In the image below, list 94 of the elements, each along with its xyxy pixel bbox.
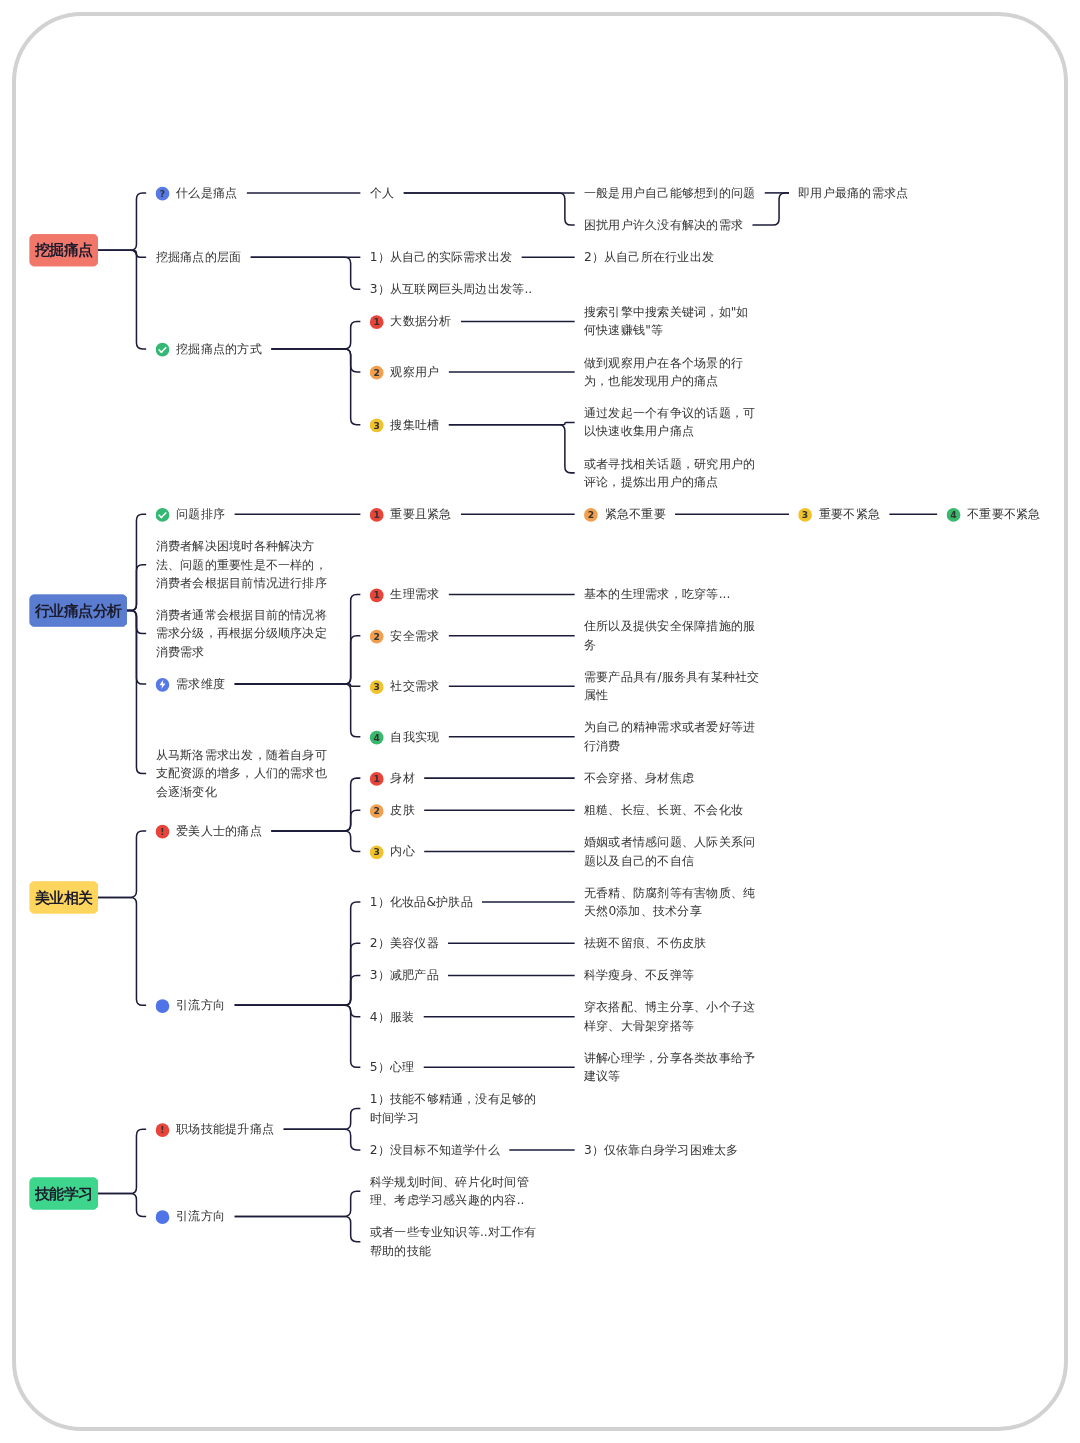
connector	[249, 256, 362, 290]
connector	[422, 1015, 576, 1018]
node-text: 基本的生理需求，吃穿等...	[583, 586, 731, 602]
node-text: 1 大数据分析	[373, 313, 452, 328]
node-text: 挖掘痛点的层面	[155, 249, 242, 264]
connector	[423, 776, 576, 779]
connector	[422, 1066, 576, 1068]
node-text: ! 职场技能提升痛点	[160, 1121, 275, 1136]
node-text: 3 社交需求	[373, 678, 440, 693]
node-text: 4 自我实现	[373, 728, 440, 744]
node-text: 或者一些专业知识等..对工作有帮助的技能	[369, 1224, 537, 1258]
node-text: 挖掘痛点的方式	[176, 340, 262, 356]
node-text: 即用户最痛的需求点	[798, 184, 909, 200]
node-text: 一般是用户自己能够想到的问题	[583, 184, 756, 200]
node-text: 粗糙、长痘、长斑、不会化妆	[583, 802, 744, 817]
node-text: 消费者解决困境时各种解决方法、问题的重要性是不一样的，消费者会根据目前情况进行排序	[155, 538, 327, 590]
node-text: 困扰用户许久没有解决的需求	[583, 216, 744, 232]
connector	[460, 513, 576, 515]
node-text: ? 什么是痛点	[159, 184, 238, 200]
node-text: 婚姻或者情感问题、人际关系问题以及自己的不自信	[583, 834, 756, 868]
node-text: 需要产品具有/服务具有某种社交属性	[583, 669, 760, 702]
connector	[270, 347, 362, 426]
node-text: 3）仅依靠白身学习困难太多	[583, 1141, 739, 1157]
node-text: 通过发起一个有争议的话题，可以快速收集用户痛点	[583, 405, 756, 439]
node-text: 2）从自己所在行业出发	[583, 249, 715, 264]
node-text: 3 搜集吐槽	[373, 416, 440, 432]
connector	[447, 423, 576, 474]
node-text: 引流方向	[176, 997, 226, 1012]
connector	[447, 685, 576, 687]
node-text: 3）减肥产品	[369, 967, 439, 982]
node-text: 消费者通常会根据目前的情况将需求分级，再根据分级顺序决定消费需求	[155, 607, 327, 659]
node-text: 3 重要不紧急	[801, 506, 881, 521]
connector	[233, 1004, 362, 1068]
node-text: 2 紧急不重要	[587, 506, 666, 521]
connector	[447, 593, 576, 595]
connector	[125, 609, 148, 774]
node-text: 无香精、防腐剂等有害物质、纯天然0添加、技术分享	[583, 884, 756, 918]
node-text: 为自己的精神需求或者爱好等进行消费	[583, 719, 756, 753]
connector	[423, 809, 576, 811]
connector	[270, 829, 362, 852]
node-text: 住所以及提供安全保障措施的服务	[583, 618, 756, 652]
connector	[447, 634, 576, 637]
connector	[460, 320, 576, 322]
connector	[233, 1215, 362, 1243]
node-text: 2）美容仪器	[369, 935, 439, 950]
node-text: 需求维度	[176, 675, 226, 691]
node-text: 4 不重要不紧急	[950, 506, 1041, 521]
node-text: 不会穿搭、身材焦虑	[583, 770, 695, 785]
node-text: 2 皮肤	[373, 802, 415, 817]
node-text: 引流方向	[176, 1208, 226, 1223]
node-text: 3 内心	[373, 843, 415, 859]
connector	[402, 191, 576, 226]
node-text: 问题排序	[176, 506, 226, 521]
connector	[447, 942, 576, 944]
node-text: 科学瘦身、不反弹等	[583, 967, 695, 982]
node-text: 1）化妆品&护肤品	[369, 894, 473, 909]
connector	[751, 191, 790, 226]
connector	[447, 974, 576, 976]
connector	[508, 1148, 576, 1151]
connector	[233, 682, 362, 738]
node-text: 1 重要且紧急	[373, 506, 452, 521]
node-text: 1 身材	[373, 770, 415, 785]
connector	[481, 900, 576, 903]
node-text: 搜索引擎中搜索关键词，如"如何快速赚钱"等	[583, 304, 749, 338]
node-text: 做到观察用户在各个场景的行为，也能发现用户的痛点	[583, 354, 744, 388]
connector	[423, 850, 576, 852]
connector	[96, 896, 148, 1006]
connector	[447, 735, 576, 738]
node-text: 祛斑不留痕、不伤皮肤	[583, 935, 707, 950]
node-text: 1 生理需求	[373, 586, 440, 602]
connector	[96, 1192, 148, 1217]
node-text: 1）从自己的实际需求出发	[369, 249, 513, 264]
node-text: 讲解心理学，分享各类故事给予建议等	[583, 1050, 756, 1083]
node-text: 1）技能不够精通，没有足够的时间学习	[369, 1091, 537, 1125]
node-text: 2）没目标不知道学什么	[369, 1141, 500, 1157]
node-text: 从马斯洛需求出发，随着自身可支配资源的增多，人们的需求也会逐渐变化	[155, 747, 327, 799]
connector	[674, 513, 790, 515]
node-text: 3）从互联网巨头周边出发等..	[369, 281, 533, 296]
node-text: 2 安全需求	[373, 627, 440, 643]
node-text: 2 观察用户	[373, 363, 440, 379]
node-text: ! 爱美人士的痛点	[160, 822, 262, 838]
connector	[520, 256, 576, 258]
node-text: 4）服装	[369, 1008, 415, 1024]
node-text: 科学规划时间、碎片化时间管理、考虑学习感兴趣的内容..	[369, 1174, 529, 1207]
node-text: 穿衣搭配、博主分享、小个子这样穿、大骨架穿搭等	[583, 999, 756, 1033]
connector	[233, 513, 362, 515]
node-text: 5）心理	[369, 1059, 415, 1074]
node-text: 或者寻找相关话题，研究用户的评论，提炼出用户的痛点	[583, 455, 756, 489]
connector	[245, 191, 362, 194]
connector	[447, 370, 576, 373]
connector	[888, 513, 939, 515]
connector	[282, 1128, 362, 1151]
connector	[96, 249, 148, 350]
node-text: 个人	[369, 184, 395, 200]
